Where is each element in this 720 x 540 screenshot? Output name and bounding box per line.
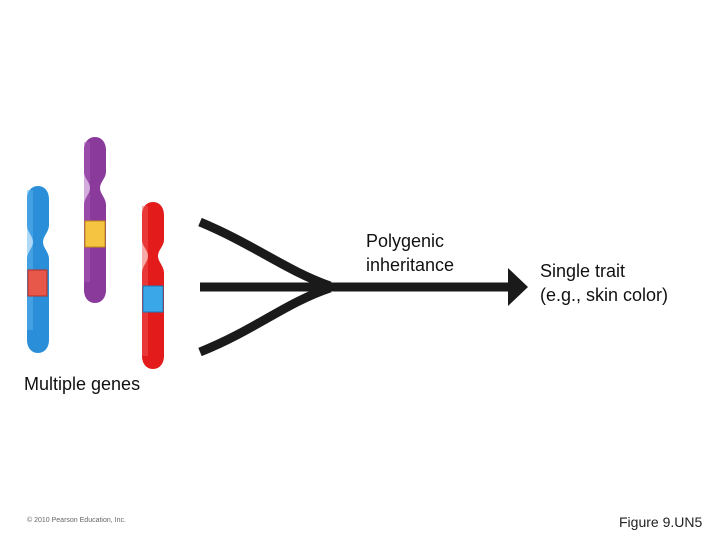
polygenic-inheritance-label: Polygenic inheritance <box>366 229 454 277</box>
single-trait-label-line1: Single trait <box>540 261 626 281</box>
single-trait-label-line2: (e.g., skin color) <box>540 285 669 305</box>
multiple-genes-label: Multiple genes <box>24 374 141 394</box>
purple-chromosome <box>84 137 106 303</box>
arrowhead <box>508 268 528 306</box>
converging-arrow <box>198 217 528 357</box>
figure-label: Figure 9.UN5 <box>619 514 703 530</box>
purple-chromosome-gene-band <box>84 220 106 248</box>
blue-chromosome <box>27 186 49 353</box>
blue-chromosome-gene-band <box>27 269 48 297</box>
red-chromosome <box>142 202 164 369</box>
single-trait-label: Single trait (e.g., skin color) <box>540 259 668 307</box>
polygenic-inheritance-label-line1: Polygenic <box>366 231 445 251</box>
polygenic-inheritance-label-line2: inheritance <box>366 255 455 275</box>
copyright-notice: © 2010 Pearson Education, Inc. <box>27 517 126 524</box>
red-chromosome-gene-band <box>142 285 164 313</box>
